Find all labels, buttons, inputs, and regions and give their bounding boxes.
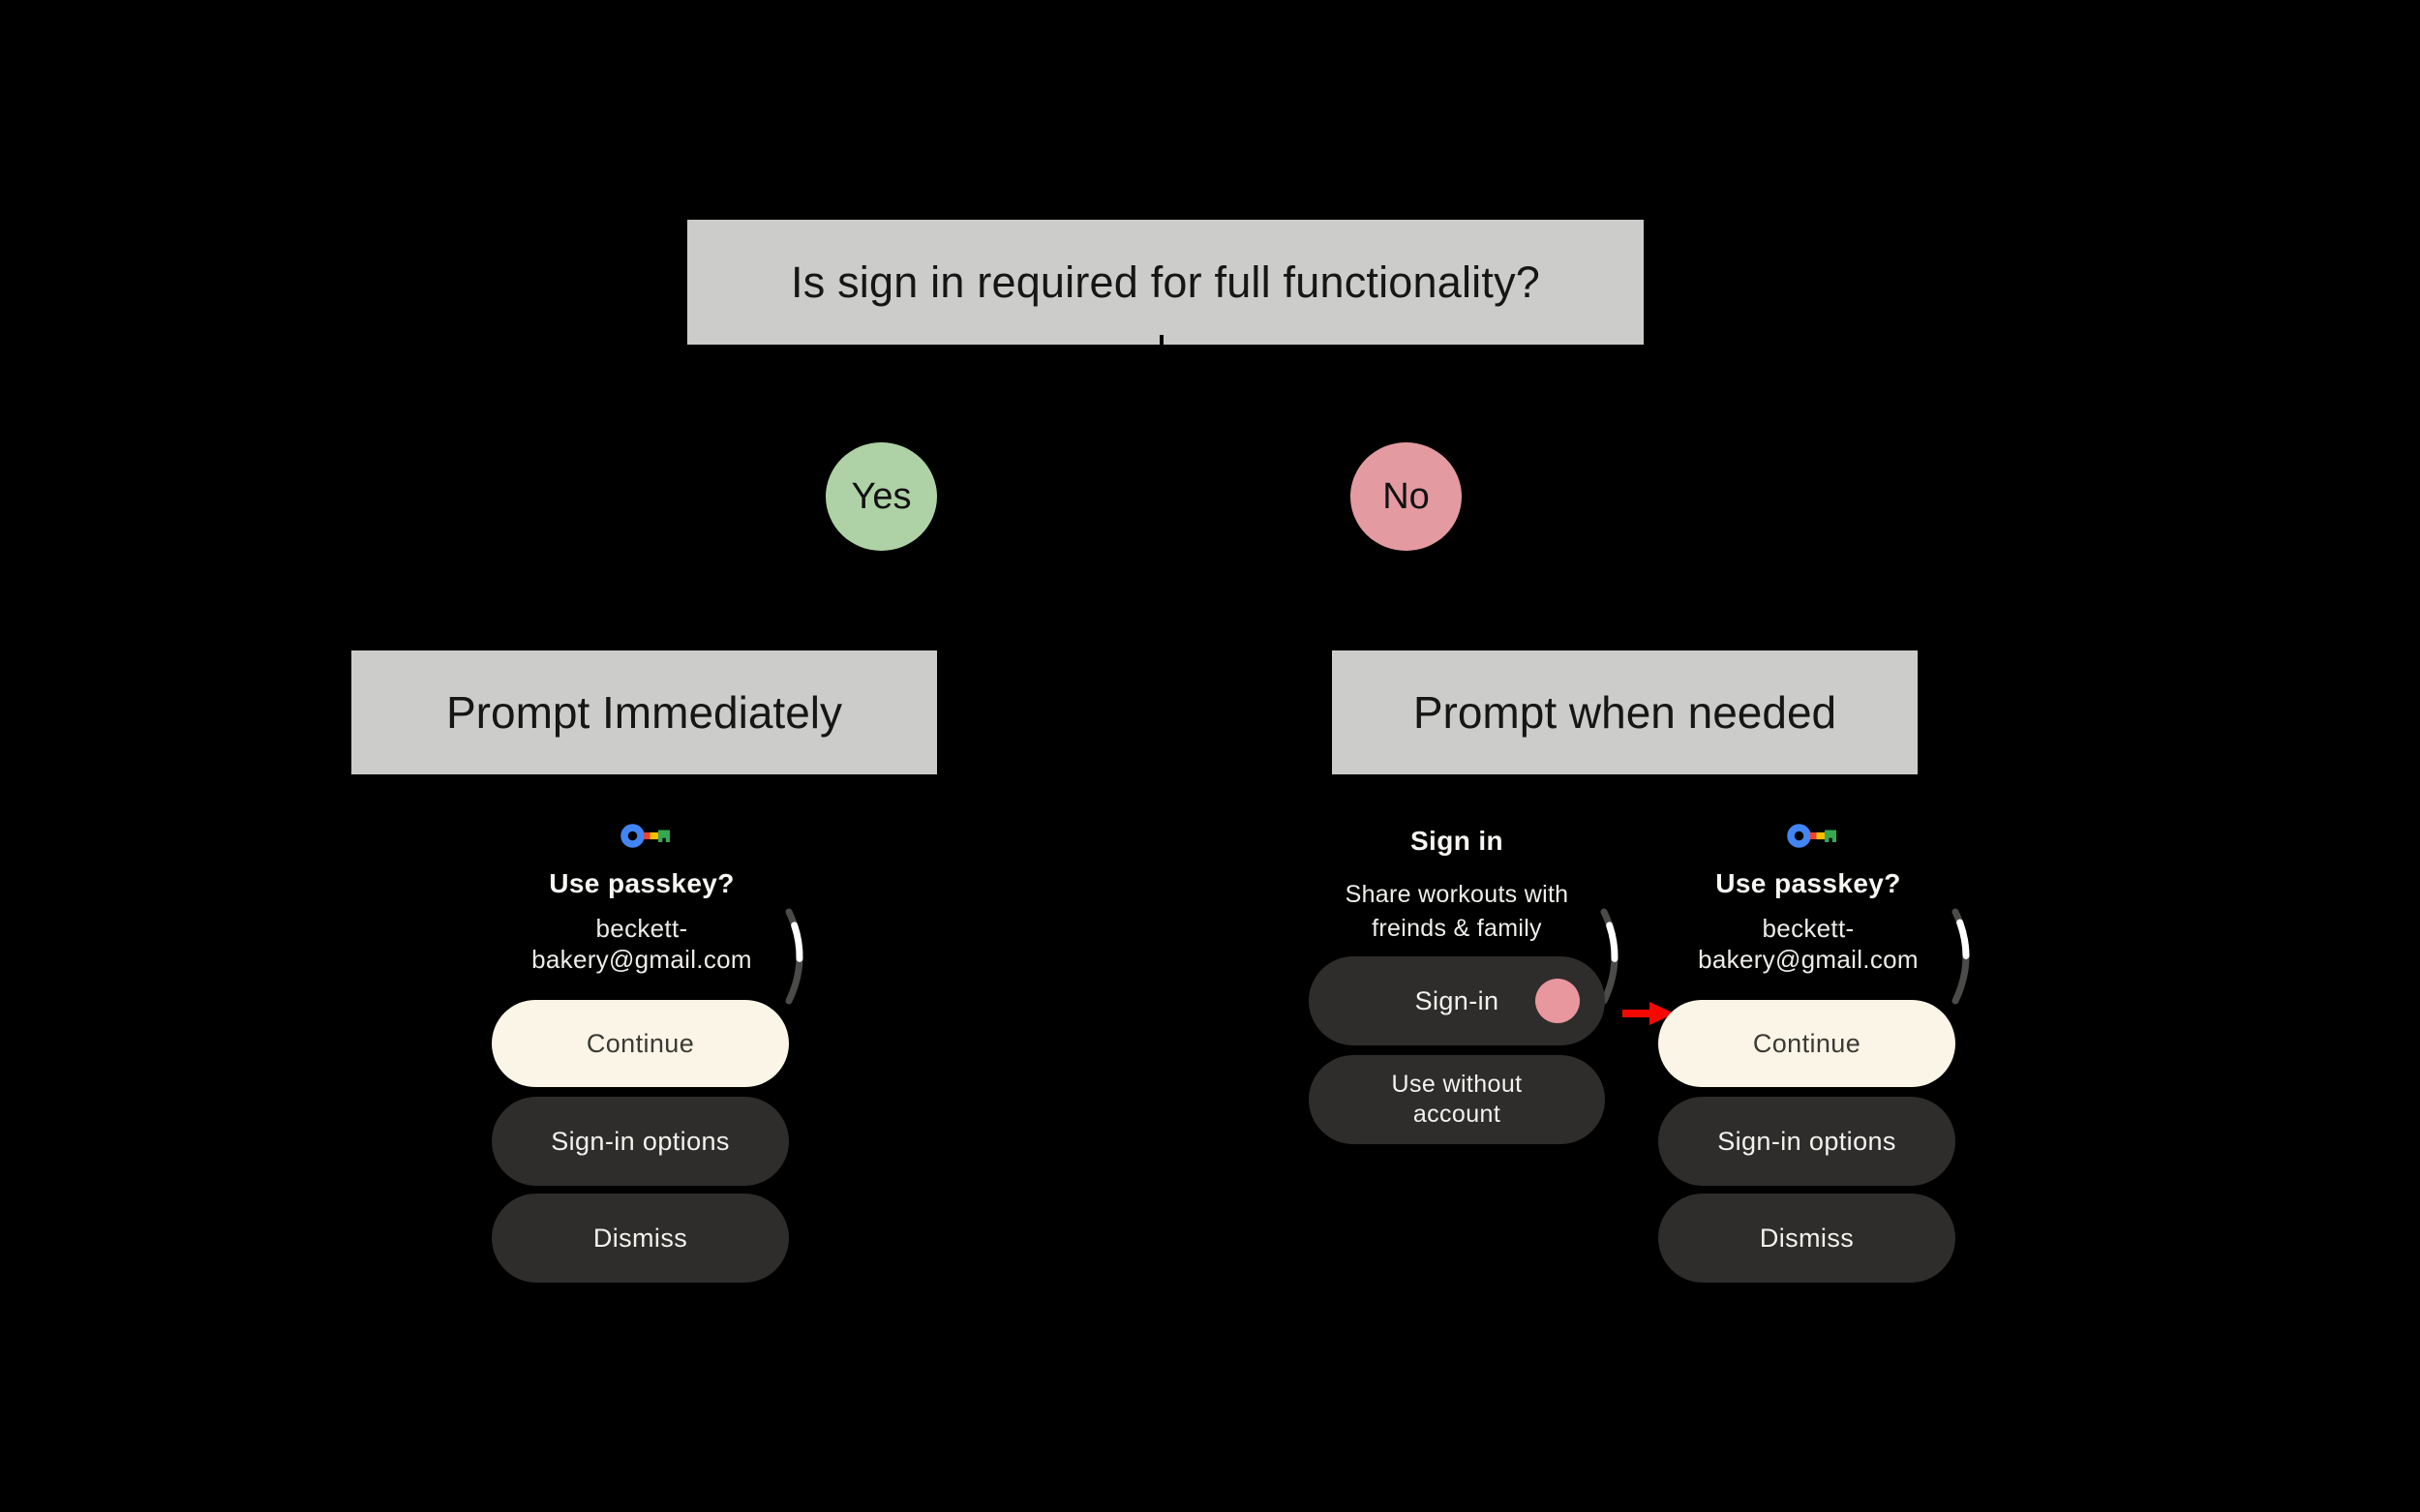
connector-line bbox=[1618, 621, 1622, 664]
use-without-line1: Use without bbox=[1391, 1071, 1523, 1098]
continue-button[interactable]: Continue bbox=[1658, 1000, 1955, 1087]
use-without-account-button[interactable]: Use without account bbox=[1309, 1055, 1605, 1144]
prompt-immediately-box: Prompt Immediately bbox=[351, 650, 937, 774]
scroll-indicator bbox=[1947, 908, 1980, 1005]
yes-label: Yes bbox=[851, 475, 912, 517]
watch-screen-passkey-when-needed: Use passkey? beckett- bakery@gmail.com C… bbox=[1658, 818, 1987, 1285]
question-text: Is sign in required for full functionali… bbox=[791, 257, 1540, 307]
signin-options-button[interactable]: Sign-in options bbox=[492, 1097, 789, 1186]
account-email-line1: beckett- bbox=[1762, 914, 1855, 943]
signin-options-button[interactable]: Sign-in options bbox=[1658, 1097, 1955, 1186]
prompt-when-needed-label: Prompt when needed bbox=[1412, 687, 1837, 738]
signin-button-label: Sign-in bbox=[1414, 985, 1499, 1015]
signin-subtitle-line2: freinds & family bbox=[1372, 915, 1542, 942]
yes-node: Yes bbox=[826, 442, 937, 551]
scroll-indicator bbox=[780, 908, 813, 1005]
continue-button[interactable]: Continue bbox=[492, 1000, 789, 1087]
prompt-when-needed-box: Prompt when needed bbox=[1332, 650, 1918, 774]
prompt-immediately-label: Prompt Immediately bbox=[445, 687, 842, 738]
question-box: Is sign in required for full functionali… bbox=[687, 220, 1644, 345]
connector-line bbox=[641, 621, 645, 664]
account-email: beckett- bakery@gmail.com bbox=[1652, 913, 1964, 975]
passkey-icon bbox=[1787, 823, 1836, 849]
signin-subtitle: Share workouts with freinds & family bbox=[1301, 878, 1613, 946]
signin-button[interactable]: Sign-in bbox=[1309, 956, 1605, 1045]
signin-title: Sign in bbox=[1409, 826, 1504, 856]
dismiss-button[interactable]: Dismiss bbox=[492, 1194, 789, 1283]
account-email: beckett- bakery@gmail.com bbox=[486, 913, 798, 975]
use-passkey-title: Use passkey? bbox=[549, 868, 735, 898]
use-passkey-title: Use passkey? bbox=[1715, 868, 1901, 898]
signin-subtitle-line1: Share workouts with bbox=[1345, 881, 1569, 908]
use-without-line2: account bbox=[1412, 1101, 1501, 1128]
account-email-line1: beckett- bbox=[595, 914, 688, 943]
flow-arrow-icon bbox=[1622, 1002, 1675, 1025]
watch-screen-signin-prompt: Sign in Share workouts with freinds & fa… bbox=[1309, 818, 1638, 1285]
connector-line bbox=[1160, 335, 1164, 376]
passkey-icon bbox=[620, 823, 670, 849]
no-node: No bbox=[1350, 442, 1462, 551]
tap-indicator-circle bbox=[1535, 979, 1580, 1023]
account-email-line2: bakery@gmail.com bbox=[531, 945, 752, 974]
scroll-indicator bbox=[1595, 908, 1628, 1005]
account-email-line2: bakery@gmail.com bbox=[1698, 945, 1919, 974]
no-label: No bbox=[1382, 475, 1430, 517]
dismiss-button[interactable]: Dismiss bbox=[1658, 1194, 1955, 1283]
watch-screen-passkey-immediate: Use passkey? beckett- bakery@gmail.com C… bbox=[492, 818, 821, 1285]
